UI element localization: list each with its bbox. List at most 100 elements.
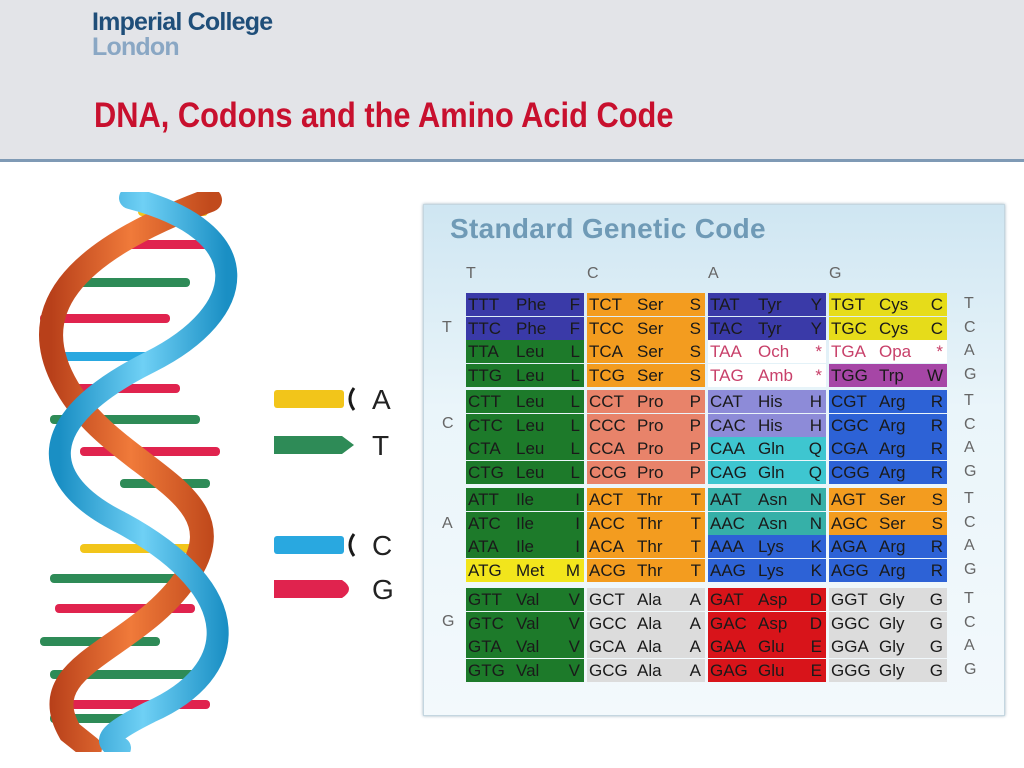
amino-acid-letter: S	[931, 490, 943, 509]
amino-acid-abbrev: Ser	[879, 513, 906, 533]
codon-triplet: GTT	[468, 590, 502, 609]
second-base-header-3: A	[708, 265, 719, 282]
codon-triplet: TGG	[831, 365, 868, 385]
amino-acid-letter: R	[930, 439, 943, 458]
amino-acid-abbrev: Gln	[758, 439, 785, 458]
codon-triplet: TCG	[589, 365, 625, 385]
third-base-label: C	[964, 318, 976, 336]
amino-acid-letter: L	[570, 342, 580, 361]
codon-triplet: GCG	[589, 660, 628, 680]
amino-acid-abbrev: Ala	[637, 613, 662, 633]
amino-acid-letter: V	[568, 637, 580, 656]
third-base-label: A	[964, 637, 975, 654]
amino-acid-letter: V	[568, 590, 580, 609]
third-base-label: T	[964, 490, 974, 507]
amino-acid-abbrev: Pro	[637, 415, 664, 435]
codon-triplet: CCC	[589, 415, 626, 435]
amino-acid-letter: S	[689, 365, 701, 385]
first-base-label-2: C	[442, 415, 454, 432]
amino-acid-letter: Q	[808, 462, 822, 482]
amino-acid-abbrev: Arg	[879, 462, 906, 482]
amino-acid-letter: L	[570, 365, 580, 385]
amino-acid-letter: I	[575, 513, 580, 533]
codon-triplet: ATC	[468, 513, 501, 533]
amino-acid-letter: L	[570, 462, 580, 482]
amino-acid-letter: L	[570, 439, 580, 458]
codon-triplet: AAT	[710, 490, 742, 509]
amino-acid-abbrev: Phe	[516, 295, 547, 314]
codon-triplet: AGT	[831, 490, 866, 509]
genetic-code-table: Standard Genetic Code T C A G T C A G TT…	[423, 204, 1005, 716]
amino-acid-abbrev: Amb	[758, 365, 793, 385]
codon-triplet: GAG	[710, 660, 748, 680]
amino-acid-letter: F	[569, 318, 580, 338]
third-base-label: G	[964, 462, 977, 480]
amino-acid-letter: V	[568, 660, 580, 680]
codon-triplet: TTC	[468, 318, 502, 338]
amino-acid-abbrev: Thr	[637, 560, 663, 580]
slide-header: Imperial College London DNA, Codons and …	[0, 0, 1024, 162]
amino-acid-letter: Q	[808, 439, 822, 458]
codon-triplet: GGC	[831, 613, 870, 633]
amino-acid-abbrev: Lys	[758, 560, 784, 580]
codon-triplet: AGC	[831, 513, 868, 533]
amino-acid-abbrev: Thr	[637, 513, 663, 533]
amino-acid-letter: P	[689, 392, 701, 411]
legend-bar-g	[274, 580, 349, 598]
third-base-label: A	[964, 342, 975, 359]
legend-bar-a	[274, 387, 356, 411]
amino-acid-letter: I	[575, 537, 580, 556]
amino-acid-abbrev: Arg	[879, 415, 906, 435]
amino-acid-abbrev: Val	[516, 660, 540, 680]
amino-acid-letter: G	[929, 590, 943, 609]
amino-acid-letter: *	[936, 342, 943, 361]
codon-triplet: AAA	[710, 537, 745, 556]
amino-acid-letter: L	[570, 392, 580, 411]
amino-acid-letter: T	[690, 490, 701, 509]
amino-acid-abbrev: Asn	[758, 513, 788, 533]
third-base-label: T	[964, 590, 974, 607]
amino-acid-abbrev: Trp	[879, 365, 904, 385]
codon-triplet: ACC	[589, 513, 625, 533]
codon-triplet: CAG	[710, 462, 747, 482]
amino-acid-abbrev: Leu	[516, 462, 545, 482]
amino-acid-letter: R	[930, 560, 943, 580]
codon-triplet: CGC	[831, 415, 869, 435]
codon-triplet: GCA	[589, 637, 626, 656]
codon-triplet: GGG	[831, 660, 871, 680]
amino-acid-letter: R	[930, 462, 943, 482]
amino-acid-letter: E	[810, 637, 822, 656]
dna-helix-illustration	[39, 192, 238, 752]
amino-acid-abbrev: Leu	[516, 365, 545, 385]
codon-triplet: ATA	[468, 537, 499, 556]
amino-acid-letter: N	[809, 490, 822, 509]
codon-triplet: CAC	[710, 415, 746, 435]
amino-acid-abbrev: His	[758, 415, 783, 435]
codon-triplet: GAA	[710, 637, 746, 656]
codon-triplet: TGT	[831, 295, 865, 314]
codon-triplet: CCT	[589, 392, 624, 411]
amino-acid-abbrev: Tyr	[758, 318, 782, 338]
codon-triplet: GTA	[468, 637, 502, 656]
